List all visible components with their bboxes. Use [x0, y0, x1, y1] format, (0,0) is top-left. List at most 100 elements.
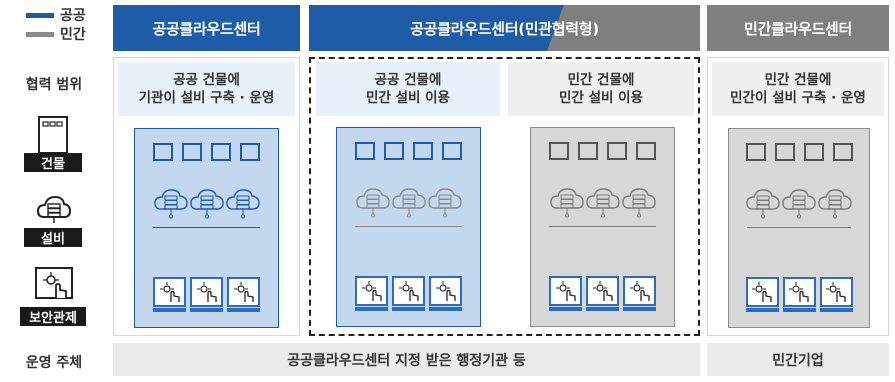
- building-windows: [135, 143, 278, 161]
- monitor-stand: [819, 308, 853, 312]
- building-window: [803, 143, 824, 161]
- security-monitor: [227, 277, 260, 312]
- building-windows: [531, 142, 674, 160]
- building-window: [607, 142, 627, 160]
- monitor-screen-icon: [392, 276, 425, 306]
- cloud-server-icon: [355, 186, 390, 224]
- operator-public-side: 공공클라우드센터 지정 받은 행정기관 등: [113, 343, 700, 376]
- security-monitor-group: [337, 276, 480, 311]
- panel-private-caption: 민간 건물에 민간이 설비 구축 · 운영: [712, 62, 884, 116]
- building-window: [442, 142, 462, 160]
- legend: 공공 민간: [26, 7, 86, 43]
- panel-coop-public: 공공 건물에 민간 설비 이용: [316, 62, 500, 332]
- header-private-cloud-center: 민간클라우드센터: [707, 5, 889, 51]
- building-window: [355, 142, 375, 160]
- panel-public-caption-line1: 공공 건물에: [173, 72, 240, 88]
- monitor-screen-icon: [623, 276, 656, 306]
- building-window: [745, 143, 766, 161]
- panel-private: 민간 건물에 민간이 설비 구축 · 운영: [707, 57, 889, 336]
- security-monitor: [745, 277, 779, 312]
- monitor-stand: [355, 307, 388, 311]
- panel-coop-public-caption: 공공 건물에 민간 설비 이용: [316, 62, 500, 116]
- security-monitor: [153, 277, 186, 312]
- building-window: [549, 142, 569, 160]
- cloud-server-icon: [153, 187, 188, 225]
- building-public: [134, 128, 279, 328]
- cloud-server-group: [531, 186, 674, 224]
- building-window: [384, 142, 404, 160]
- building-window: [774, 143, 795, 161]
- icon-tag-security: 보안관제: [20, 307, 86, 326]
- monitor-stand: [429, 307, 462, 311]
- legend-item-private: 민간: [26, 26, 86, 43]
- legend-label-public: 공공: [60, 8, 86, 24]
- monitor-screen-icon: [819, 277, 853, 307]
- monitor-stand: [782, 308, 816, 312]
- cloud-server-group: [729, 187, 869, 225]
- security-monitor-group: [531, 276, 674, 311]
- network-line: [549, 226, 656, 227]
- monitor-stand: [190, 308, 223, 312]
- header-cooperative-cloud-center: 공공클라우드센터(민관협력형): [309, 5, 700, 51]
- security-monitor: [190, 277, 223, 312]
- cloud-server-icon: [427, 186, 462, 224]
- monitor-stand: [153, 308, 186, 312]
- row-label-operator: 운영 주체: [25, 355, 83, 371]
- cloud-server-icon: [782, 187, 816, 225]
- panel-private-caption-line2: 민간이 설비 구축 · 운영: [730, 90, 866, 106]
- panel-public-caption-line2: 기관이 설비 구축 · 운영: [138, 90, 275, 106]
- panel-public: 공공 건물에 기관이 설비 구축 · 운영: [113, 57, 300, 336]
- building-windows: [337, 142, 480, 160]
- security-monitor: [392, 276, 425, 311]
- monitor-stand: [392, 307, 425, 311]
- monitor-screen-icon: [549, 276, 582, 306]
- monitor-screen-icon: [586, 276, 619, 306]
- building-coop-public: [336, 127, 481, 327]
- cloud-server-icon: [746, 187, 780, 225]
- header-public-cloud-center: 공공클라우드센터: [113, 5, 300, 51]
- operator-private-side: 민간기업: [707, 343, 889, 376]
- cloud-server-icon: [189, 187, 224, 225]
- cloud-server-icon: [36, 193, 72, 227]
- cloud-server-icon: [621, 186, 656, 224]
- security-monitor: [355, 276, 388, 311]
- monitor-screen-icon: [227, 277, 260, 307]
- icon-tag-building: 건물: [24, 153, 82, 172]
- building-window: [413, 142, 433, 160]
- panel-coop-public-caption-line2: 민간 설비 이용: [366, 90, 450, 106]
- panel-coop-public-caption-line1: 공공 건물에: [374, 72, 442, 88]
- cloud-server-icon: [585, 186, 620, 224]
- building-window: [636, 142, 656, 160]
- panel-coop-private-caption-line1: 민간 건물에: [567, 72, 635, 88]
- monitor-screen-icon: [745, 277, 779, 307]
- security-monitor-icon: [34, 266, 74, 304]
- security-monitor: [429, 276, 462, 311]
- cloud-server-group: [337, 186, 480, 224]
- monitor-screen-icon: [782, 277, 816, 307]
- network-line: [355, 226, 462, 227]
- legend-label-private: 민간: [60, 27, 86, 43]
- security-monitor: [549, 276, 582, 311]
- building-window: [240, 143, 260, 161]
- monitor-stand: [227, 308, 260, 312]
- monitor-stand: [586, 307, 619, 311]
- cloud-server-icon: [225, 187, 260, 225]
- monitor-screen-icon: [190, 277, 223, 307]
- row-label-scope: 협력 범위: [25, 77, 83, 93]
- monitor-stand: [623, 307, 656, 311]
- monitor-stand: [549, 307, 582, 311]
- building-window: [578, 142, 598, 160]
- network-line: [747, 227, 851, 228]
- cloud-server-group: [135, 187, 278, 225]
- security-monitor: [782, 277, 816, 312]
- cloud-server-icon: [549, 186, 584, 224]
- panel-private-caption-line1: 민간 건물에: [764, 72, 832, 88]
- monitor-screen-icon: [429, 276, 462, 306]
- legend-swatch-public: [26, 12, 54, 18]
- security-monitor: [586, 276, 619, 311]
- building-window: [153, 143, 173, 161]
- building-private: [728, 128, 870, 328]
- security-monitor: [623, 276, 656, 311]
- security-monitor: [819, 277, 853, 312]
- monitor-screen-icon: [355, 276, 388, 306]
